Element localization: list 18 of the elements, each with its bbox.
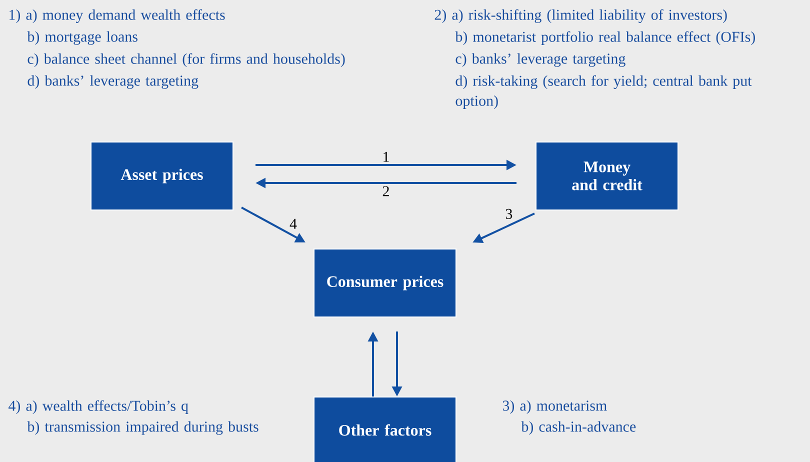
edge-label: 4 bbox=[288, 218, 298, 230]
annotation-text: c) balance sheet channel (for firms and households) bbox=[28, 53, 345, 67]
edge-label: 3 bbox=[504, 208, 514, 220]
process-box: Money and credit bbox=[536, 142, 678, 210]
annotation-text: d) banks’ leverage targeting bbox=[28, 75, 198, 89]
annotation-text: b) monetarist portfolio real balance effect (OFIs) bbox=[455, 31, 755, 45]
process-box: Consumer prices bbox=[314, 248, 456, 318]
annotation-text: b) transmission impaired during busts bbox=[27, 421, 258, 435]
annotation-text: b) mortgage loans bbox=[27, 31, 138, 45]
annotation-text: c) banks’ leverage targeting bbox=[456, 53, 626, 67]
annotation-text: d) risk-taking (search for yield; central bank put option) bbox=[456, 75, 752, 109]
annotation-text: 1) a) money demand wealth effects bbox=[10, 9, 225, 23]
annotation-text: 3) a) monetarism bbox=[502, 400, 607, 414]
annotation-text: 2) a) risk-shifting (limited liability of investors) bbox=[434, 9, 727, 23]
annotation-text: 4) a) wealth effects/Tobin’s q bbox=[8, 400, 188, 414]
process-box: Other factors bbox=[314, 396, 456, 462]
process-box: Asset prices bbox=[90, 142, 234, 210]
annotation-text: b) cash-in-advance bbox=[521, 421, 636, 435]
